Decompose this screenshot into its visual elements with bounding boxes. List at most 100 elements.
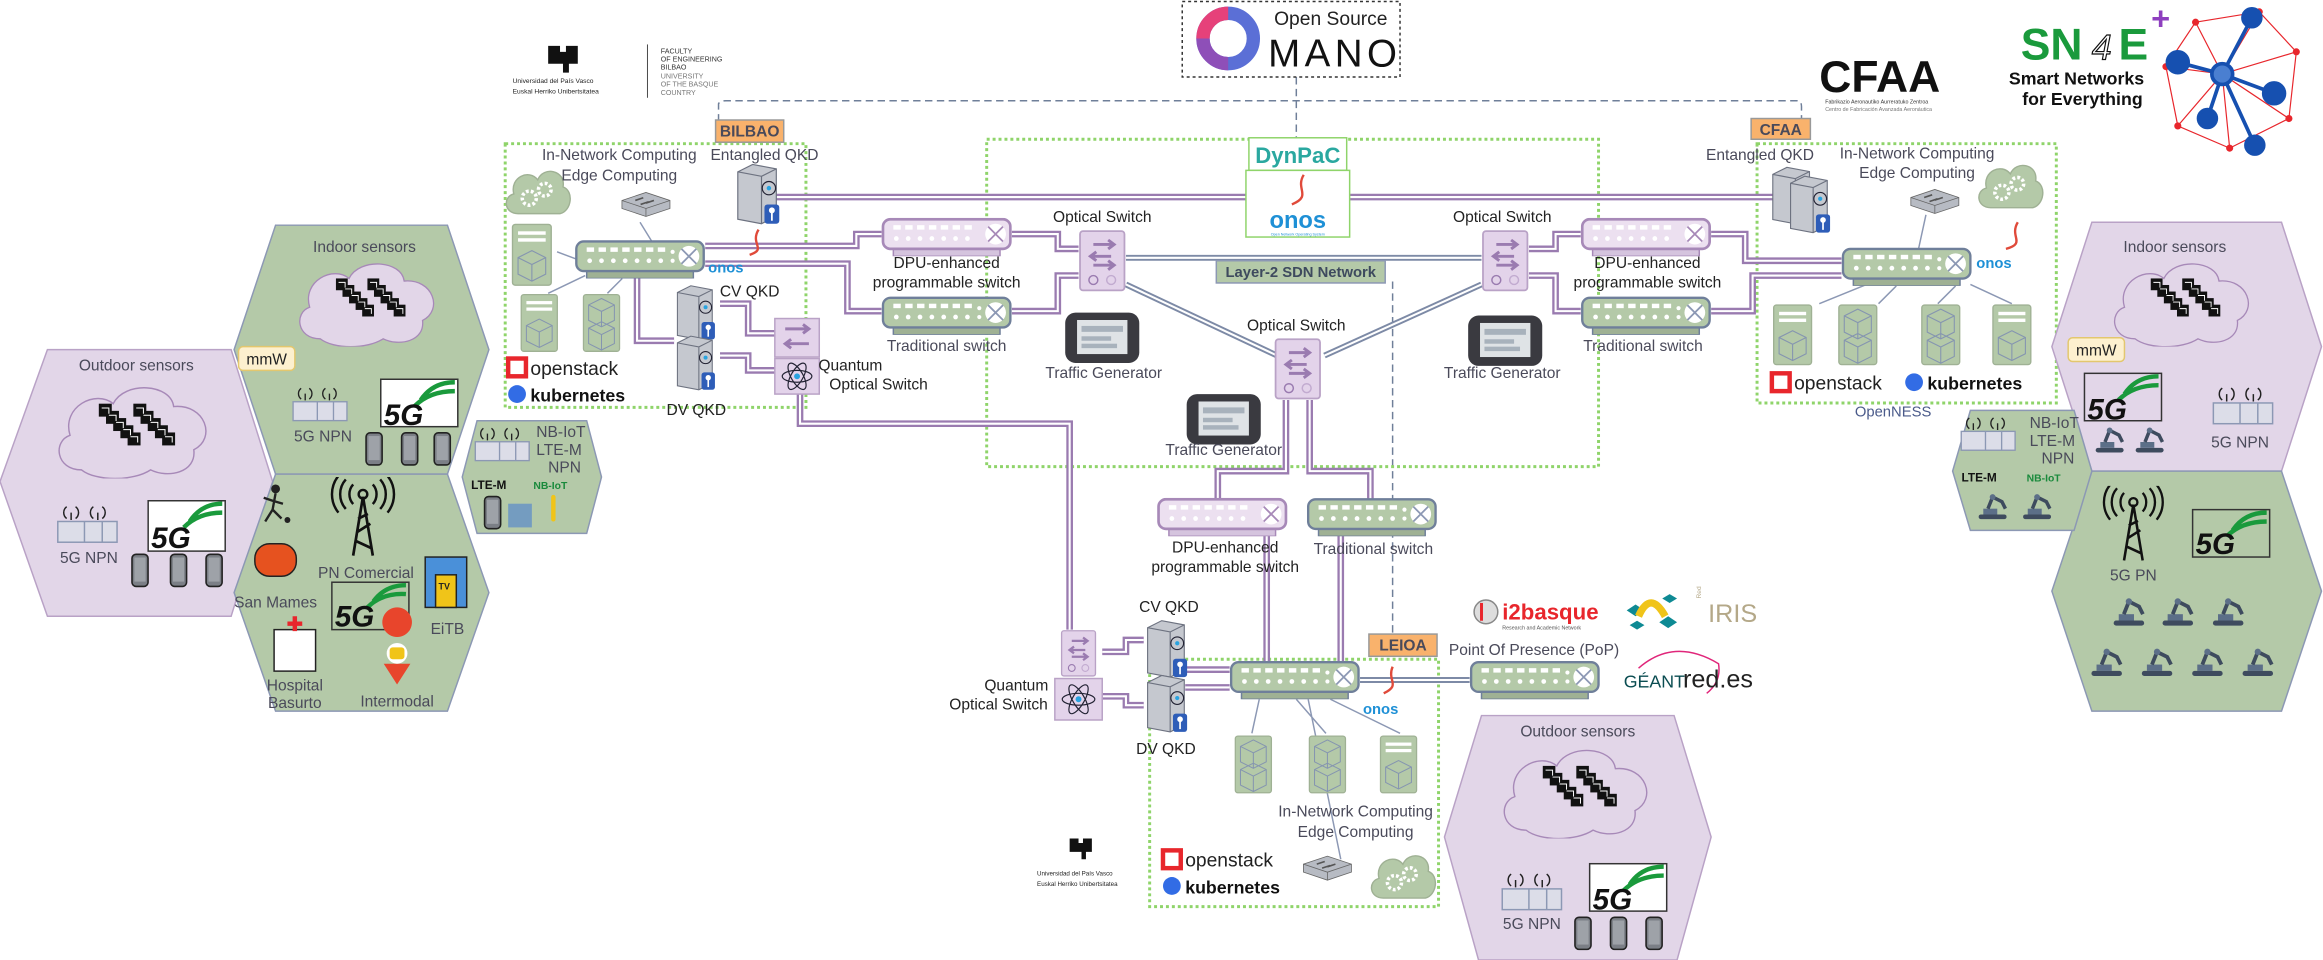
san-mames-label: San Mames [234,594,317,611]
faculty-line: OF THE BASQUE [661,81,719,89]
nbiot-label: NPN [2042,451,2075,468]
dpu-switch-leioa[interactable] [1157,497,1288,537]
traffic-generator-left[interactable] [1065,312,1140,363]
optical-switch-center[interactable] [1274,337,1322,400]
openstack-logo: openstack [1185,851,1273,872]
osm-mano-logo[interactable]: Open Source MANO [1181,0,1401,78]
i2basque-subtitle: Research and Academic Network [1502,626,1581,632]
phone-icon [205,553,223,588]
bilbao-site: In-Network Computing Edge Computing Enta… [504,147,928,419]
5g-logo-text: 5G [2087,393,2127,426]
dpu-label: programmable switch [873,274,1021,291]
openstack-icon [1160,848,1183,871]
nbiot-logo: NB-IoT [533,481,568,492]
cv-qkd-label: CV QKD [720,283,780,300]
football-player-icon [263,484,291,523]
stadium-icon [254,542,298,578]
traffic-generator-center[interactable] [1186,394,1261,445]
compute-server[interactable] [511,223,552,286]
phone-icon [1645,916,1663,951]
edge-device[interactable] [1910,188,1960,215]
leioa-site: Quantum Optical Switch CV QKD DV QKD ono… [949,599,1619,900]
entangled-qkd-node[interactable] [1789,175,1831,234]
pop-label: Point Of Presence (PoP) [1449,642,1619,659]
dpu-switch-cfaa[interactable] [1580,217,1711,257]
cfaa-sub1: Fabrikazio Aeronautiko Aurreratuko Zentr… [1825,100,1928,106]
traditional-switch-cfaa[interactable] [1581,296,1711,335]
classical-links [547,214,2013,860]
traffic-generator-right[interactable] [1468,315,1543,366]
compute-server[interactable] [1308,735,1347,794]
leioa-sdn-switch[interactable] [1229,661,1360,700]
lte-m-logo: LTE-M [471,478,506,492]
dv-qkd-node[interactable] [676,335,716,391]
cfaa-sdn-switch[interactable] [1841,247,1972,286]
mano-link [717,77,1803,633]
openness-logo: OpenNESS [1855,404,1932,420]
dynpac-box[interactable] [1248,137,1348,172]
edge-device[interactable] [1302,855,1353,881]
hospital-label: Basurto [268,695,322,712]
quantum-label: Quantum [818,357,882,374]
mano-title: MANO [1268,33,1401,76]
cv-qkd-node[interactable] [1146,619,1188,678]
mmw-label: mmW [246,351,287,368]
dv-qkd-label: DV QKD [1136,741,1196,758]
5g-logo-text: 5G [151,522,191,555]
upv-name-es: Universidad del País Vasco [1037,871,1113,878]
sne-line2: for Everything [2022,89,2142,109]
kubernetes-logo: kubernetes [1927,374,2022,394]
upv-name-es: Universidad del País Vasco [513,78,594,85]
leioa-domain [1148,657,1441,909]
entangled-qkd-node[interactable] [737,163,781,225]
onos-controller-box[interactable] [1245,169,1351,238]
compute-server[interactable] [1838,304,1878,366]
compute-server[interactable] [520,293,559,352]
cv-qkd-label: CV QKD [1139,599,1199,616]
quantum-optical-switch[interactable] [774,317,821,358]
compute-server[interactable] [1379,735,1418,794]
left-cells-content: Outdoor sensors 5G NPN 5G Indoor sensors… [57,239,586,712]
onos-logo: onos [708,261,743,277]
optical-switch-label: Optical Switch [1453,209,1552,226]
tv-sign: TV [439,582,450,592]
edge-device[interactable] [621,191,671,218]
dpu-label: programmable switch [1151,559,1299,576]
traditional-switch-leioa[interactable] [1306,498,1437,537]
redes-logo: red.es [1683,665,1753,693]
edge-label: Edge Computing [1859,165,1975,182]
optical-switch-label: Optical Switch [829,377,928,394]
sne-line1: Smart Networks [2009,68,2144,88]
onos-bird-icon [1291,174,1305,206]
bilbao-sdn-switch[interactable] [575,240,705,279]
pop-switch[interactable] [1469,661,1600,700]
dv-qkd-node[interactable] [1146,674,1188,733]
dpu-switch-bilbao[interactable] [881,217,1012,257]
cv-qkd-node[interactable] [676,285,716,341]
5g-logo-text: 5G [2196,528,2236,561]
quantum-label: Quantum [984,677,1048,694]
phone-icon [365,432,383,466]
nbiot-label: LTE-M [536,442,582,459]
optical-switch-right[interactable] [1481,229,1529,292]
compute-server[interactable] [1234,735,1273,794]
onos-logo: onos [1363,702,1398,718]
i2basque-logo: i2basque [1502,599,1598,624]
compute-server[interactable] [1921,304,1961,366]
traditional-switch-bilbao[interactable] [881,296,1012,335]
traffic-generator-label: Traffic Generator [1045,365,1162,382]
npn-label: 5G NPN [1503,916,1561,933]
thermometer-icon [551,494,556,522]
optical-switch-left[interactable] [1078,229,1126,292]
compute-server[interactable] [1992,304,2032,366]
compute-server[interactable] [1772,304,1813,366]
kubernetes-logo: kubernetes [530,385,625,405]
rediris-logo: IRIS [1708,600,1757,628]
compute-server[interactable] [582,293,621,352]
quantum-optical-switch-leioa[interactable] [1060,629,1097,678]
npn-label: 5G NPN [60,550,118,567]
5g-pn-label: 5G PN [2110,568,2157,585]
traffic-generator-label: Traffic Generator [1444,365,1561,382]
pn-comercial-label: PN Comercial [318,565,414,582]
layer2-label-box [1215,260,1386,284]
